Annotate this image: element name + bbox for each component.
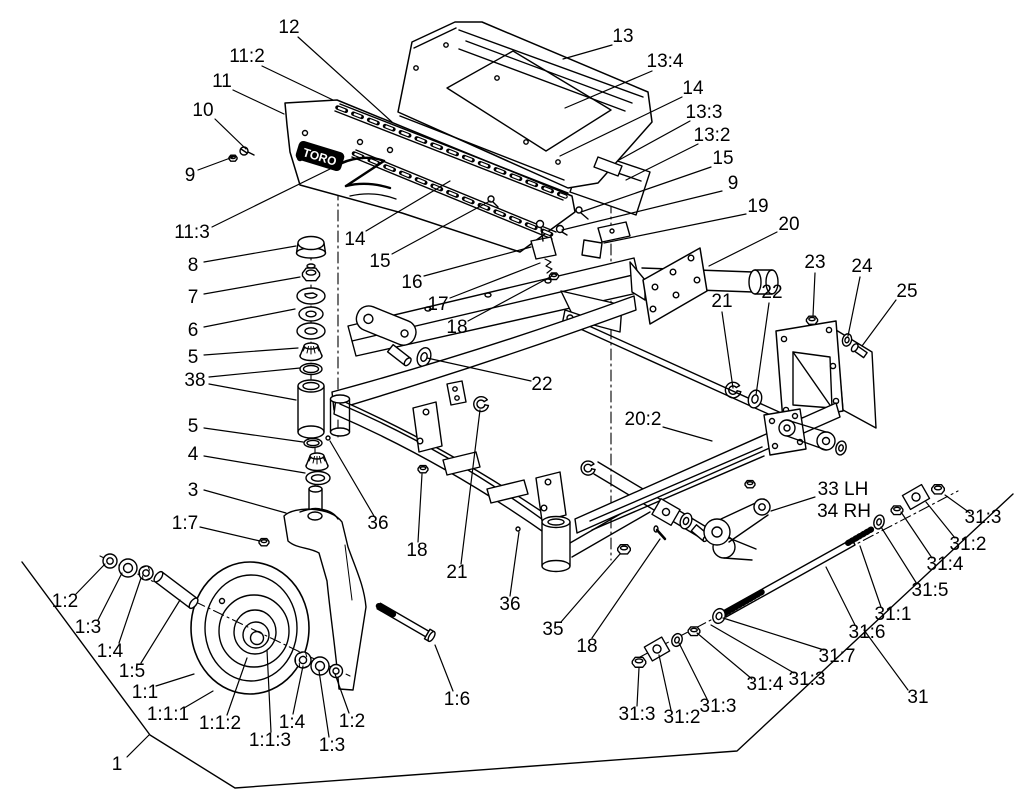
part-label-17: 17 bbox=[427, 294, 449, 315]
lower-tube-20-2 bbox=[575, 381, 848, 533]
frame-rails bbox=[326, 296, 756, 572]
part-label-1-7: 1:7 bbox=[171, 513, 199, 534]
part-label-7: 7 bbox=[187, 287, 199, 308]
part-label-6: 6 bbox=[187, 320, 199, 341]
belt-cover-panel: TORO bbox=[285, 100, 575, 252]
part-label-13-2: 13:2 bbox=[693, 125, 731, 146]
part-label-5: 5 bbox=[187, 416, 199, 437]
part-label-21: 21 bbox=[446, 562, 468, 583]
part-label-20: 20 bbox=[778, 214, 800, 235]
part-label-36: 36 bbox=[367, 513, 389, 534]
part-label-1-5: 1:5 bbox=[118, 661, 146, 682]
part-label-19: 19 bbox=[747, 196, 769, 217]
part-label-16: 16 bbox=[401, 272, 423, 293]
part-label-34-rh: 34 RH bbox=[817, 501, 871, 522]
leader-lines bbox=[76, 37, 970, 757]
part-label-1-3: 1:3 bbox=[74, 617, 102, 638]
part-label-25: 25 bbox=[896, 281, 918, 302]
part-label-20-2: 20:2 bbox=[624, 409, 662, 430]
part-label-1-1-3: 1:1:3 bbox=[248, 730, 292, 751]
part-label-22: 22 bbox=[761, 282, 783, 303]
part-label-1-1-1: 1:1:1 bbox=[146, 704, 190, 725]
part-label-9: 9 bbox=[184, 165, 196, 186]
part-label-11-2: 11:2 bbox=[229, 46, 265, 67]
pivot-arm-assembly bbox=[617, 499, 770, 560]
part-label-31-2: 31:2 bbox=[949, 534, 987, 555]
group-bracket-lines bbox=[22, 494, 1013, 788]
part-label-24: 24 bbox=[851, 256, 873, 277]
part-label-31: 31 bbox=[907, 687, 929, 708]
part-label-31-3: 31:3 bbox=[964, 507, 1002, 528]
part-label-31-4: 31:4 bbox=[926, 554, 964, 575]
toro-logo: TORO bbox=[295, 141, 344, 172]
top-cover bbox=[398, 22, 652, 188]
part-label-13-4: 13:4 bbox=[646, 51, 684, 72]
part-label-1-4: 1:4 bbox=[96, 641, 124, 662]
right-support-plate bbox=[776, 315, 876, 428]
part-label-33-lh: 33 LH bbox=[817, 479, 869, 500]
part-label-18: 18 bbox=[446, 317, 468, 338]
z-mark bbox=[342, 158, 396, 199]
part-label-23: 23 bbox=[804, 252, 826, 273]
part-label-15: 15 bbox=[369, 251, 391, 272]
part-label-31-3: 31:3 bbox=[788, 669, 826, 690]
part-label-31-6: 31:6 bbox=[848, 622, 886, 643]
part-label-1-6: 1:6 bbox=[443, 689, 471, 710]
part-label-31-3: 31:3 bbox=[618, 704, 656, 725]
part-label-21: 21 bbox=[711, 291, 733, 312]
bolt-25 bbox=[850, 343, 868, 359]
part-label-14: 14 bbox=[682, 78, 704, 99]
part-label-38: 38 bbox=[184, 370, 206, 391]
part-label-10: 10 bbox=[192, 100, 214, 121]
part-label-31-3: 31:3 bbox=[699, 696, 737, 717]
part-label-12: 12 bbox=[278, 17, 300, 38]
part-label-1-2: 1:2 bbox=[51, 591, 79, 612]
part-label-18: 18 bbox=[406, 540, 428, 561]
part-label-14: 14 bbox=[344, 229, 366, 250]
part-label-36: 36 bbox=[499, 594, 521, 615]
part-label-5: 5 bbox=[187, 347, 199, 368]
part-label-31-2: 31:2 bbox=[663, 707, 701, 728]
part-label-15: 15 bbox=[712, 148, 734, 169]
tie-rod-31 bbox=[631, 485, 945, 668]
part-label-35: 35 bbox=[542, 619, 564, 640]
part-label-8: 8 bbox=[187, 255, 199, 276]
part-label-18: 18 bbox=[576, 636, 598, 657]
part-label-11-3: 11:3 bbox=[174, 222, 210, 243]
caster-fork bbox=[258, 509, 366, 690]
part-label-31-1: 31:1 bbox=[874, 604, 912, 625]
part-label-1-1: 1:1 bbox=[131, 682, 159, 703]
part-label-31-5: 31:5 bbox=[911, 580, 949, 601]
part-label-22: 22 bbox=[531, 374, 553, 395]
part-label-9: 9 bbox=[727, 173, 739, 194]
part-label-11: 11 bbox=[212, 71, 232, 92]
part-label-13: 13 bbox=[612, 26, 634, 47]
part-label-31-4: 31:4 bbox=[746, 674, 784, 695]
part-label-31-7: 31:7 bbox=[818, 646, 856, 667]
part-label-1-4: 1:4 bbox=[278, 712, 306, 733]
part-label-3: 3 bbox=[187, 480, 199, 501]
part-label-1: 1 bbox=[111, 754, 123, 775]
part-label-1-3: 1:3 bbox=[318, 735, 346, 756]
part-label-1-1-2: 1:1:2 bbox=[198, 713, 242, 734]
part-label-4: 4 bbox=[187, 444, 199, 465]
part-label-13-3: 13:3 bbox=[685, 102, 723, 123]
part-label-1-2: 1:2 bbox=[338, 711, 366, 732]
axle-parts bbox=[100, 554, 436, 678]
wheel bbox=[191, 562, 309, 694]
